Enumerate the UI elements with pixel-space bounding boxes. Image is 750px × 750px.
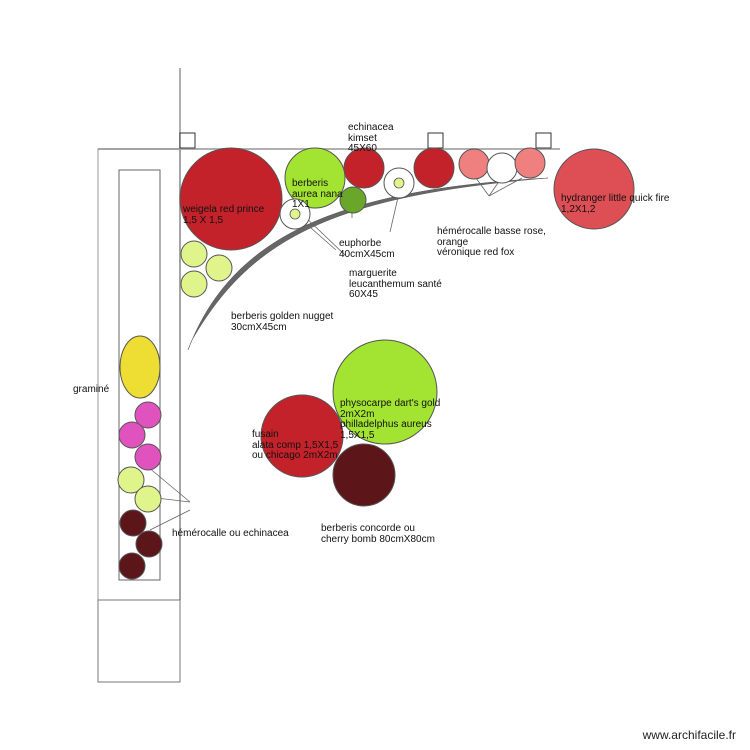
label-gramine: graminé [73, 384, 110, 395]
side-maroon-2 [135, 530, 163, 558]
gramine [119, 335, 161, 399]
hydranger-little-quick-fire [553, 148, 635, 230]
echinacea-kimset-1 [343, 147, 385, 189]
side-maroon-3 [118, 552, 146, 580]
side-yellowgreen-2 [134, 485, 162, 513]
watermark: www.archifacile.fr [642, 728, 736, 742]
marguerite-center [393, 177, 405, 189]
post-3 [535, 132, 552, 149]
bottom-bed [97, 599, 181, 683]
weigela-red-prince [179, 147, 283, 251]
garden-path-curve [187, 177, 549, 351]
berberis-golden-nugget-1 [180, 240, 208, 268]
side-maroon-1 [119, 509, 147, 537]
berberis-golden-nugget-2 [205, 254, 233, 282]
side-magenta-2 [118, 421, 146, 449]
euphorbe [339, 186, 367, 214]
marguerite-2-center [289, 208, 301, 220]
post-2 [427, 132, 444, 149]
label-hemerocalle-echinacea: hémérocalle ou echinacea [172, 528, 289, 539]
side-bed-inner [118, 169, 161, 581]
berberis-golden-nugget-3 [180, 270, 208, 298]
hemerocalle-pink-1 [458, 148, 490, 180]
post-1 [179, 132, 196, 149]
fusain-alata [260, 394, 344, 478]
side-magenta-1 [134, 401, 162, 429]
physocarpe-dart-gold [332, 339, 438, 445]
berberis-aurea-nana [284, 147, 346, 209]
side-yellowgreen-1 [117, 466, 145, 494]
echinacea-kimset-2 [413, 147, 455, 189]
berberis-concorde [332, 443, 396, 507]
hemerocalle-white [486, 152, 518, 184]
hemerocalle-pink-2 [514, 147, 546, 179]
side-magenta-3 [134, 443, 162, 471]
